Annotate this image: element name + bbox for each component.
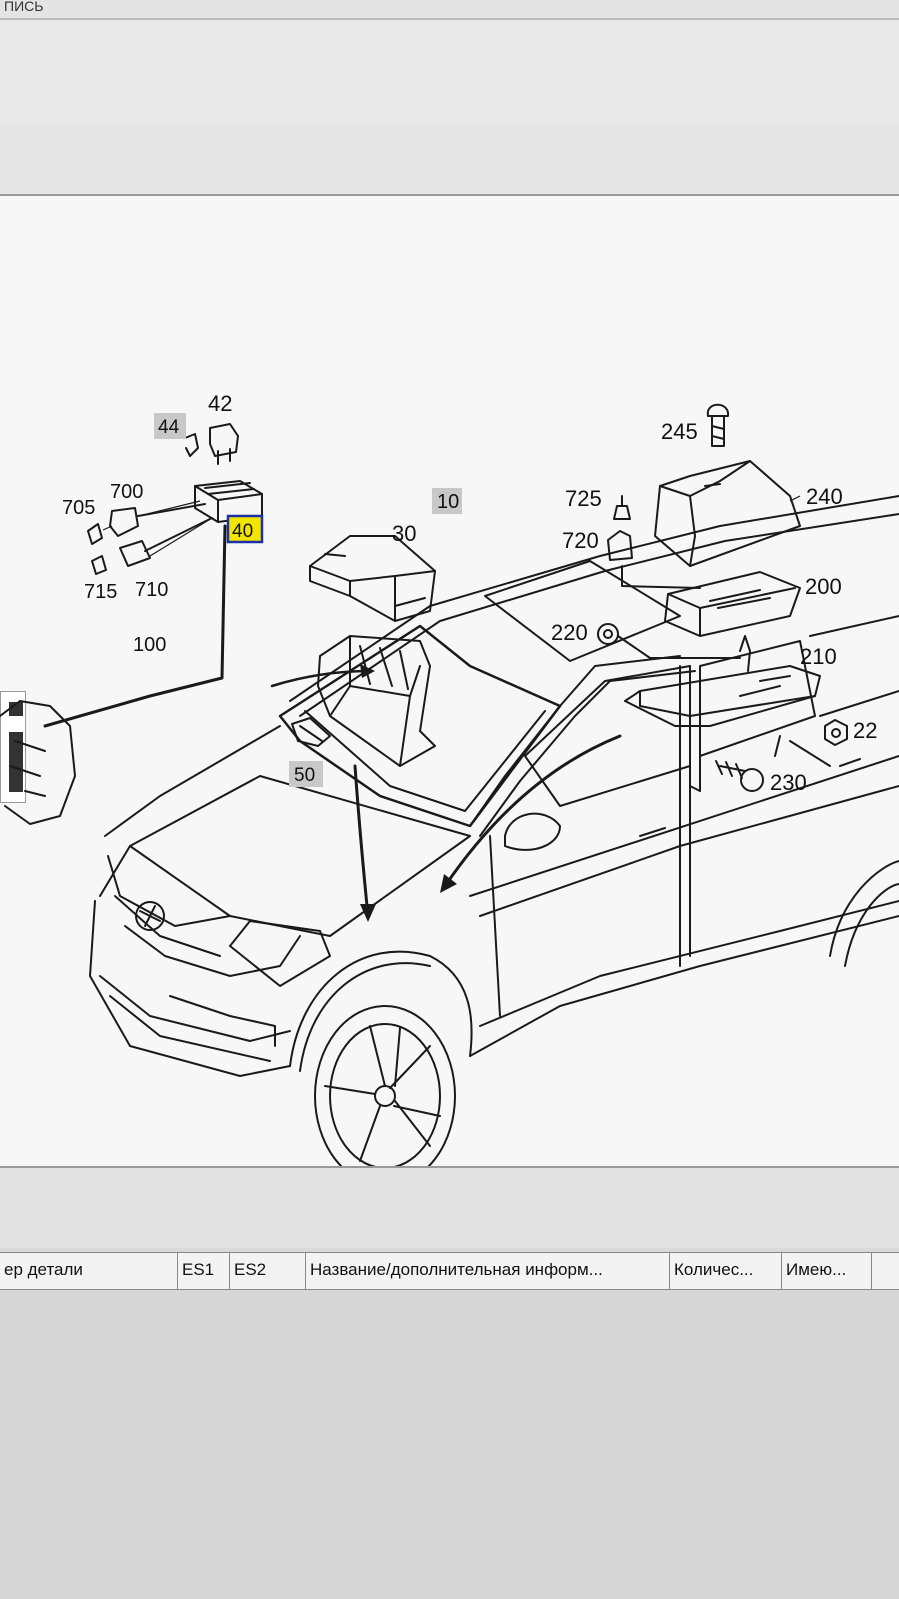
bolt-245 xyxy=(706,403,730,447)
callout-220: 220 xyxy=(551,620,588,645)
vehicle-outline xyxy=(89,495,899,1166)
callout-44: 44 xyxy=(158,417,180,438)
col-part-number[interactable]: ер детали xyxy=(0,1253,178,1289)
callout-705: 705 xyxy=(62,497,95,519)
callout-210: 210 xyxy=(800,644,837,669)
col-name-info[interactable]: Название/дополнительная информ... xyxy=(306,1253,670,1289)
window-title: ПИСЬ xyxy=(4,0,44,14)
box-cover-30 xyxy=(309,535,436,622)
callout-labels: 245 725 240 720 200 30 220 210 42 44 700… xyxy=(62,391,877,795)
connector-705 xyxy=(87,523,103,545)
window-titlebar: ПИСЬ xyxy=(0,0,899,20)
callout-40: 40 xyxy=(232,521,253,542)
callout-10: 10 xyxy=(437,491,459,513)
parts-diagram-viewer[interactable]: 245 725 240 720 200 30 220 210 42 44 700… xyxy=(0,196,899,1168)
callout-100: 100 xyxy=(133,634,166,656)
parts-table-header: ер детали ES1 ES2 Название/дополнительна… xyxy=(0,1252,899,1290)
panel-gap xyxy=(0,1168,899,1248)
col-quantity[interactable]: Количес... xyxy=(670,1253,782,1289)
highlight-50 xyxy=(289,761,323,787)
col-es2[interactable]: ES2 xyxy=(230,1253,306,1289)
connector-50 xyxy=(291,717,331,747)
callout-22: 22 xyxy=(853,718,877,743)
callout-230: 230 xyxy=(770,770,807,795)
cover-240 xyxy=(654,460,801,567)
callout-700: 700 xyxy=(110,481,143,503)
callout-42: 42 xyxy=(208,391,232,416)
callout-725: 725 xyxy=(565,486,602,511)
bolt-230 xyxy=(715,760,764,792)
callout-50: 50 xyxy=(294,765,315,786)
nut-220 xyxy=(597,623,741,659)
callout-highlights xyxy=(154,413,462,787)
callout-245: 245 xyxy=(661,419,698,444)
side-panel-fragment[interactable] xyxy=(0,691,26,803)
callout-30: 30 xyxy=(392,521,416,546)
col-availability[interactable]: Имею... xyxy=(782,1253,872,1289)
fuse-box-10 xyxy=(317,635,436,767)
panel-bar xyxy=(9,732,23,792)
clip-44 xyxy=(184,433,199,457)
connector-720 xyxy=(607,530,701,589)
connector-725 xyxy=(613,495,631,520)
connector-715 xyxy=(91,555,107,575)
fuse-box-assembly xyxy=(194,480,263,523)
nut-22x xyxy=(789,719,848,767)
callout-200: 200 xyxy=(805,574,842,599)
exploded-parts-diagram: 245 725 240 720 200 30 220 210 42 44 700… xyxy=(0,391,899,1166)
connector-710 xyxy=(119,517,213,567)
bracket-210 xyxy=(624,635,821,792)
secondary-toolbar-area xyxy=(0,122,899,196)
callout-240: 240 xyxy=(806,484,843,509)
parts-table-body xyxy=(0,1290,899,1599)
callout-720: 720 xyxy=(562,528,599,553)
col-es1[interactable]: ES1 xyxy=(178,1253,230,1289)
control-unit-200 xyxy=(664,571,801,637)
callout-710: 710 xyxy=(135,579,168,601)
toolbar-area xyxy=(0,18,899,123)
highlight-40 xyxy=(226,514,264,544)
harness-100 xyxy=(0,524,227,825)
relay-42 xyxy=(209,423,239,465)
highlight-10 xyxy=(432,488,462,514)
highlight-44 xyxy=(154,413,186,439)
callout-715: 715 xyxy=(84,581,117,603)
